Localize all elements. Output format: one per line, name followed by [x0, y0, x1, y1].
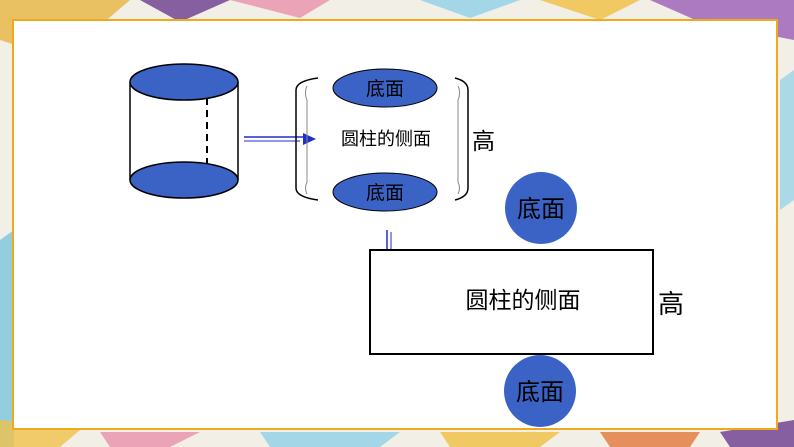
height-label-curled: 高 [472, 129, 495, 155]
base-label-top: 底面 [366, 78, 404, 100]
lateral-rectangle [369, 249, 654, 355]
base-circle-top-label: 底面 [517, 195, 565, 223]
base-circle-bottom [504, 355, 576, 427]
base-circle-top [505, 172, 577, 244]
curled-lateral-surface: 底面 圆柱的侧面 底面 高 [295, 68, 495, 212]
base-ellipse-top [332, 68, 438, 108]
base-ellipse-bottom [332, 172, 438, 212]
base-label-bottom: 底面 [366, 182, 404, 204]
lateral-label-rectangle: 圆柱的侧面 [466, 288, 581, 314]
cylinder-illustration [129, 63, 239, 199]
height-label-rectangle: 高 [658, 290, 684, 320]
cylinder-top-base [129, 63, 239, 101]
cylinder-bottom-base [129, 161, 239, 199]
base-circle-bottom-label: 底面 [516, 378, 564, 406]
lateral-label-curled: 圆柱的侧面 [341, 129, 431, 150]
unrolled-net: 圆柱的侧面 高 底面 底面 [369, 172, 684, 427]
arrow-to-unrolled [244, 133, 316, 145]
